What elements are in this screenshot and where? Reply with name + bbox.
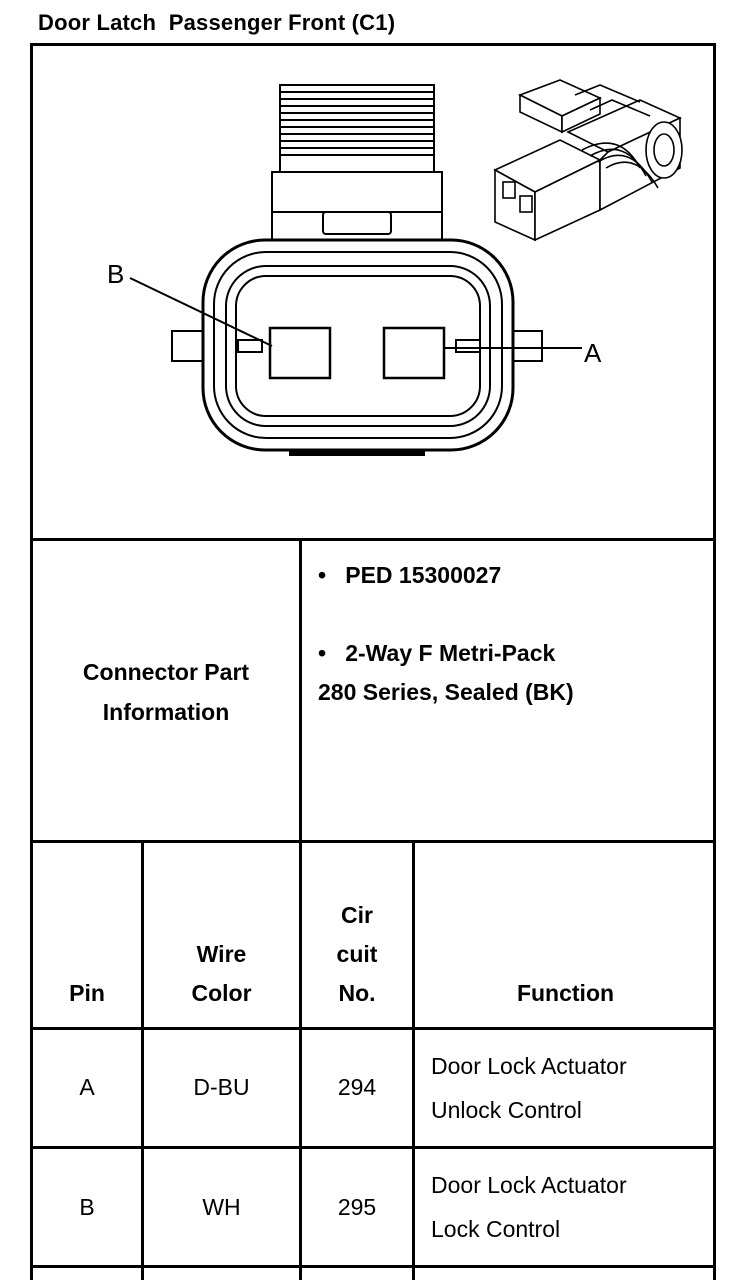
connector-type: 2-Way F Metri-Pack: [345, 640, 556, 666]
divider-col-pin: [141, 842, 144, 1280]
row-a-function-line1: Door Lock Actuator: [431, 1053, 627, 1079]
divider-col-color: [299, 842, 302, 1280]
divider-header: [30, 1027, 716, 1030]
header-wire-color-line2: Color: [191, 980, 252, 1006]
header-function: Function: [516, 980, 615, 1006]
row-a-pin: A: [79, 1074, 95, 1100]
divider-row-a: [30, 1146, 716, 1149]
row-a-circuit: 294: [337, 1074, 377, 1100]
row-a-function: Door Lock Actuator Unlock Control: [431, 1044, 627, 1132]
connector-sheet: [30, 43, 716, 1280]
connector-diagram: B A: [107, 79, 683, 456]
header-circuit-line2: cuit: [336, 941, 378, 967]
connector-info-heading-line1: Connector Part: [82, 659, 250, 685]
row-b-function-line1: Door Lock Actuator: [431, 1172, 627, 1198]
header-wire-color-line1: Wire: [196, 941, 247, 967]
row-b-circuit: 295: [337, 1194, 377, 1220]
pin-b-callout: B: [107, 259, 124, 289]
page-title: Door Latch Passenger Front (C1): [38, 10, 396, 35]
header-wire-color: Wire Color: [144, 935, 299, 1013]
row-b-wire-color: WH: [202, 1194, 241, 1220]
divider-row-b: [30, 1265, 716, 1268]
connector-info-heading: Connector Part Information: [33, 652, 299, 732]
divider-col-circuit: [412, 842, 415, 1280]
pin-a-callout: A: [584, 338, 602, 368]
header-circuit-line1: Cir: [341, 902, 373, 928]
row-b-function: Door Lock Actuator Lock Control: [431, 1163, 627, 1251]
divider-diagram: [30, 538, 716, 541]
bullet-part-number: • PED 15300027: [318, 562, 502, 588]
header-circuit-no: Cir cuit No.: [302, 896, 412, 1013]
header-circuit-line3: No.: [338, 980, 376, 1006]
bullet-connector-type: • 2-Way F Metri-Pack: [318, 640, 556, 666]
connector-iso-illustration: [493, 79, 683, 242]
divider-info-vertical: [299, 540, 302, 842]
row-a-function-line2: Unlock Control: [431, 1097, 582, 1123]
connector-series: 280 Series, Sealed (BK): [318, 679, 574, 705]
row-b-function-line2: Lock Control: [431, 1216, 561, 1242]
part-number: PED 15300027: [345, 562, 502, 588]
row-a-wire-color: D-BU: [193, 1074, 250, 1100]
divider-info: [30, 840, 716, 843]
connector-info-heading-line2: Information: [102, 699, 230, 725]
header-pin: Pin: [69, 980, 105, 1006]
row-b-pin: B: [79, 1194, 95, 1220]
